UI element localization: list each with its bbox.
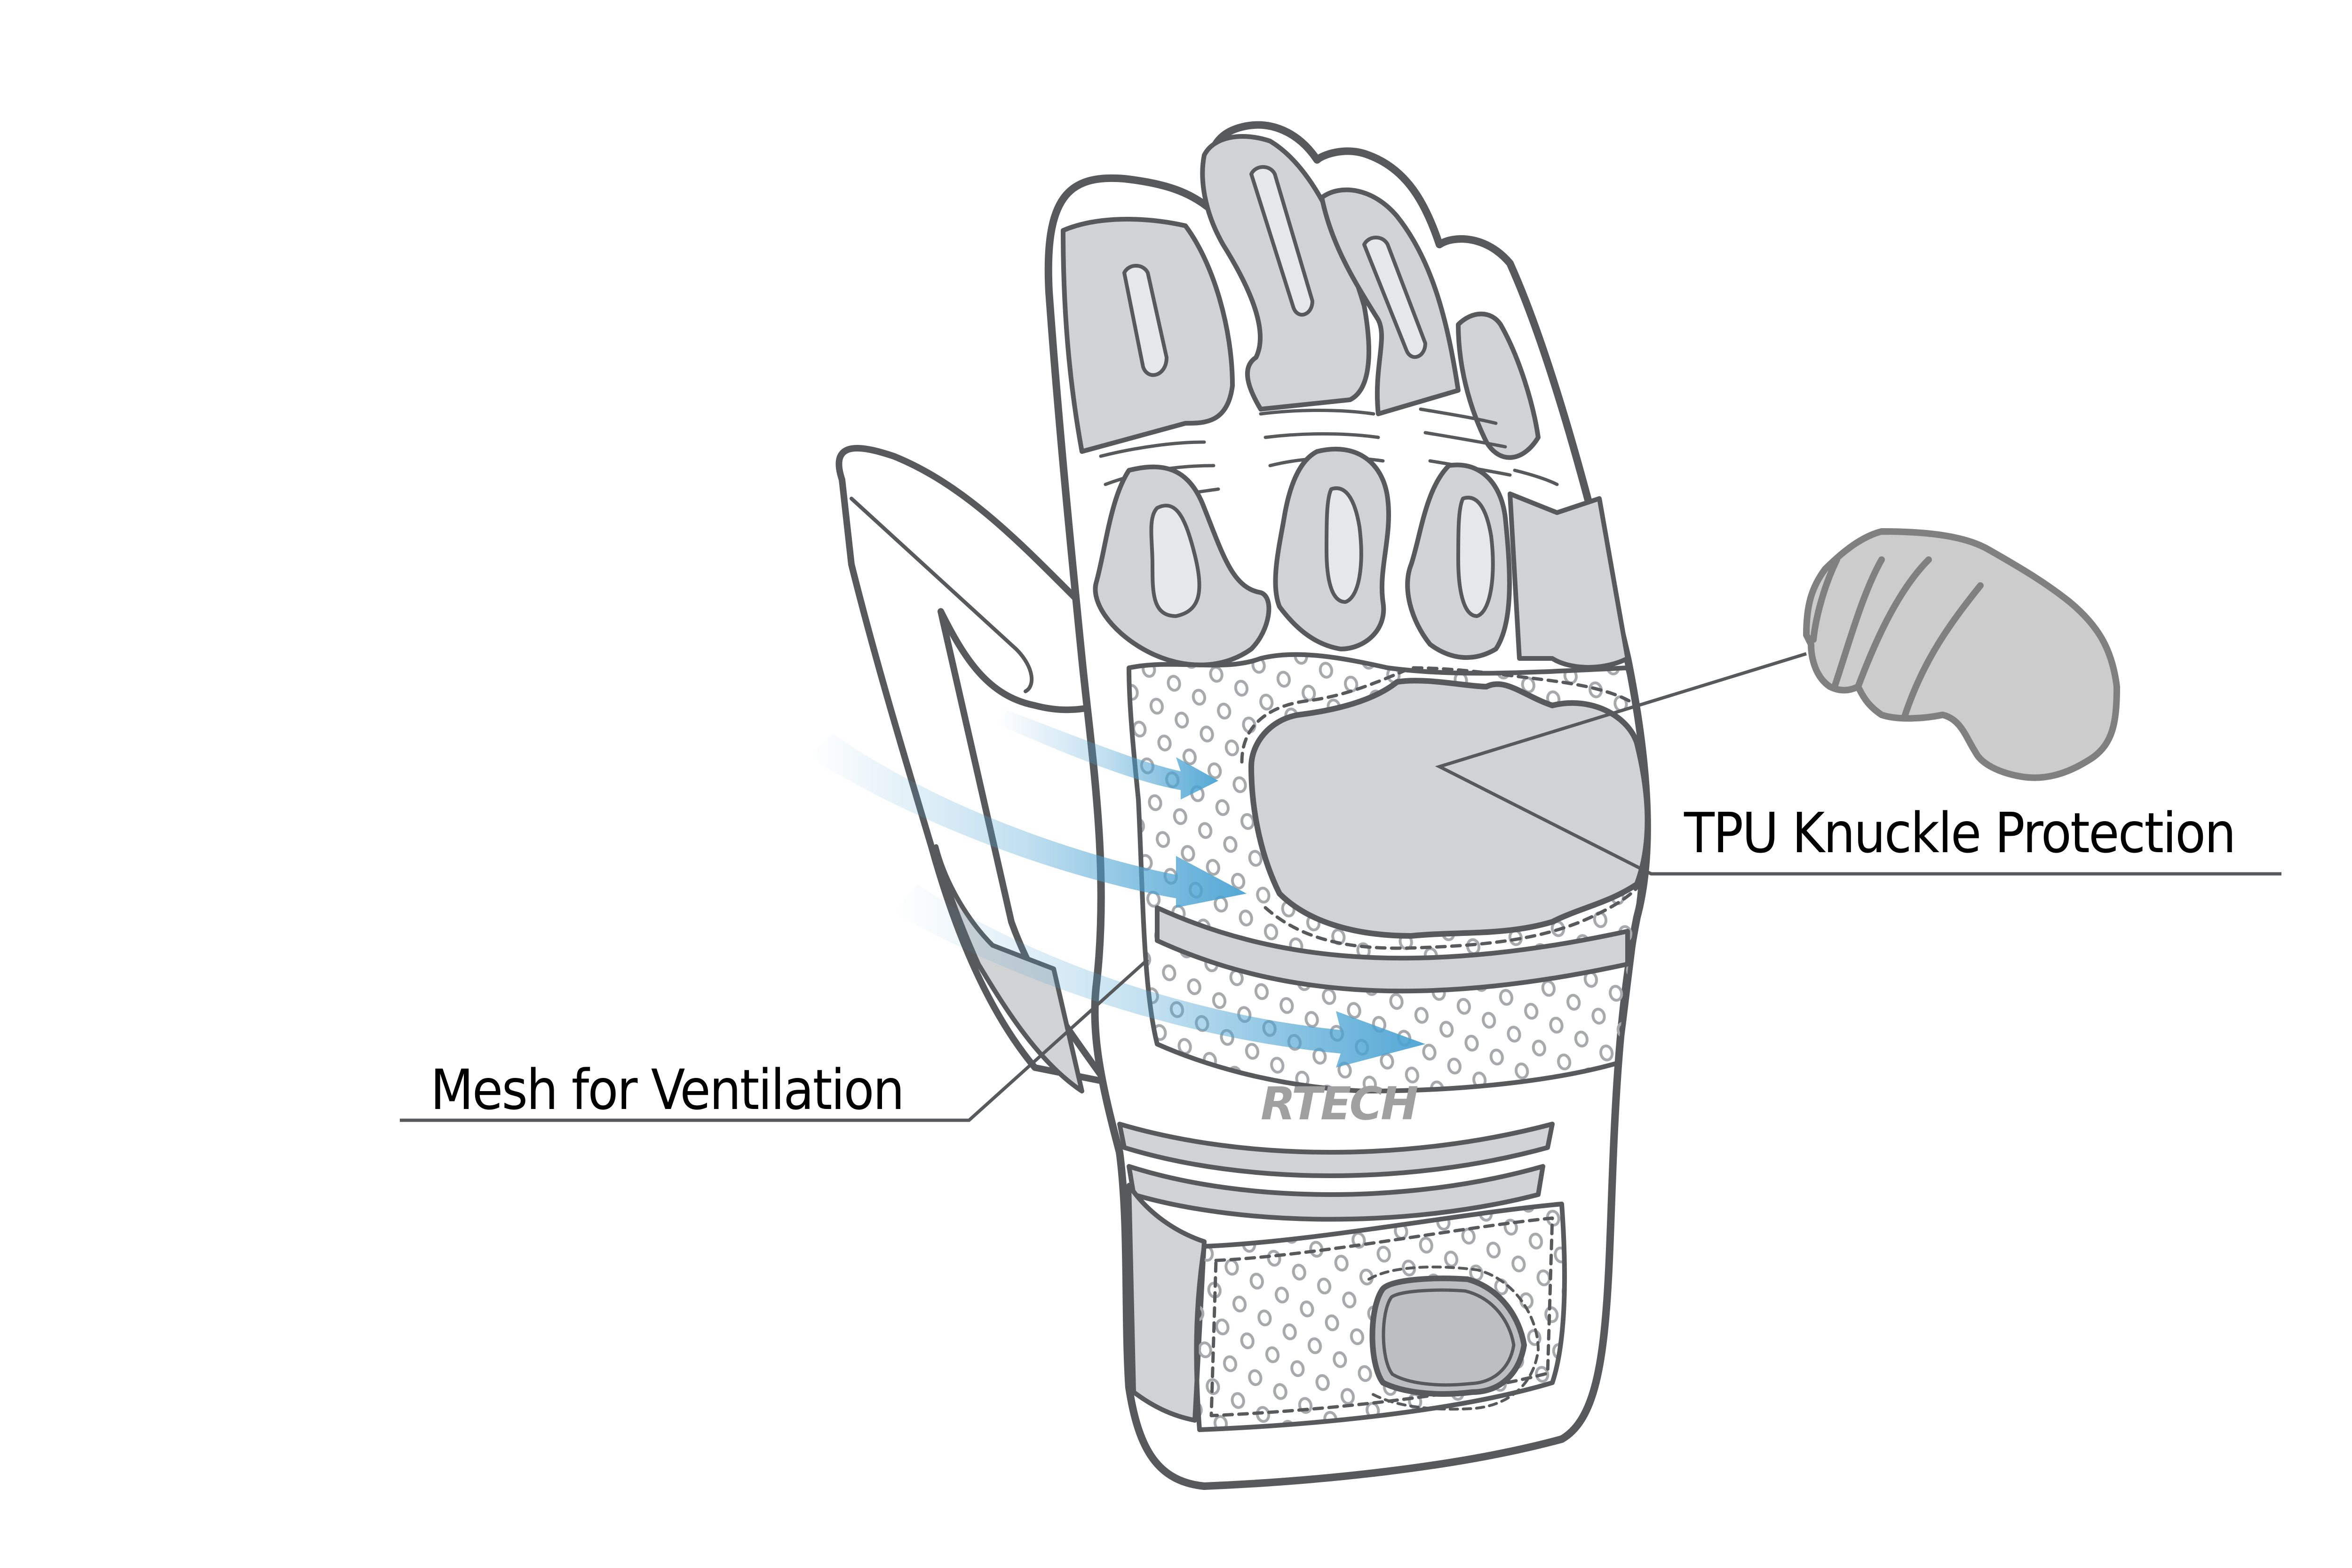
finger-panels [1061,134,1541,460]
knuckle-protector [1240,666,1651,950]
fist-icon [1803,528,2120,781]
callout-leader-lines [400,652,2281,1122]
wrist-stripe-1 [1117,1122,1555,1178]
airflow-arrow-middle [809,734,1247,908]
glove: RTECH [835,121,1651,1490]
mesh-for-ventilation-label: Mesh for Ventilation [430,1057,905,1122]
wrist-strap-stitching [1209,1216,1554,1418]
mesh-leader-line [400,958,1149,1122]
wrist-stripe-2 [1127,1164,1545,1222]
airflow-arrow-top [997,710,1218,800]
airflow-arrow-icon [809,710,1425,1068]
mesh-band [1155,905,1630,994]
tpu-leader-line [1435,652,2281,876]
proximal-knuckle-pads [1093,446,1630,670]
tpu-knuckle-protection-label: TPU Knuckle Protection [1684,800,2236,865]
airflow-arrow-bottom [894,884,1425,1068]
brand-logo: RTECH [1261,1077,1418,1130]
wrist-puck [1369,1275,1527,1397]
wrist-strap-side [1127,1183,1207,1423]
